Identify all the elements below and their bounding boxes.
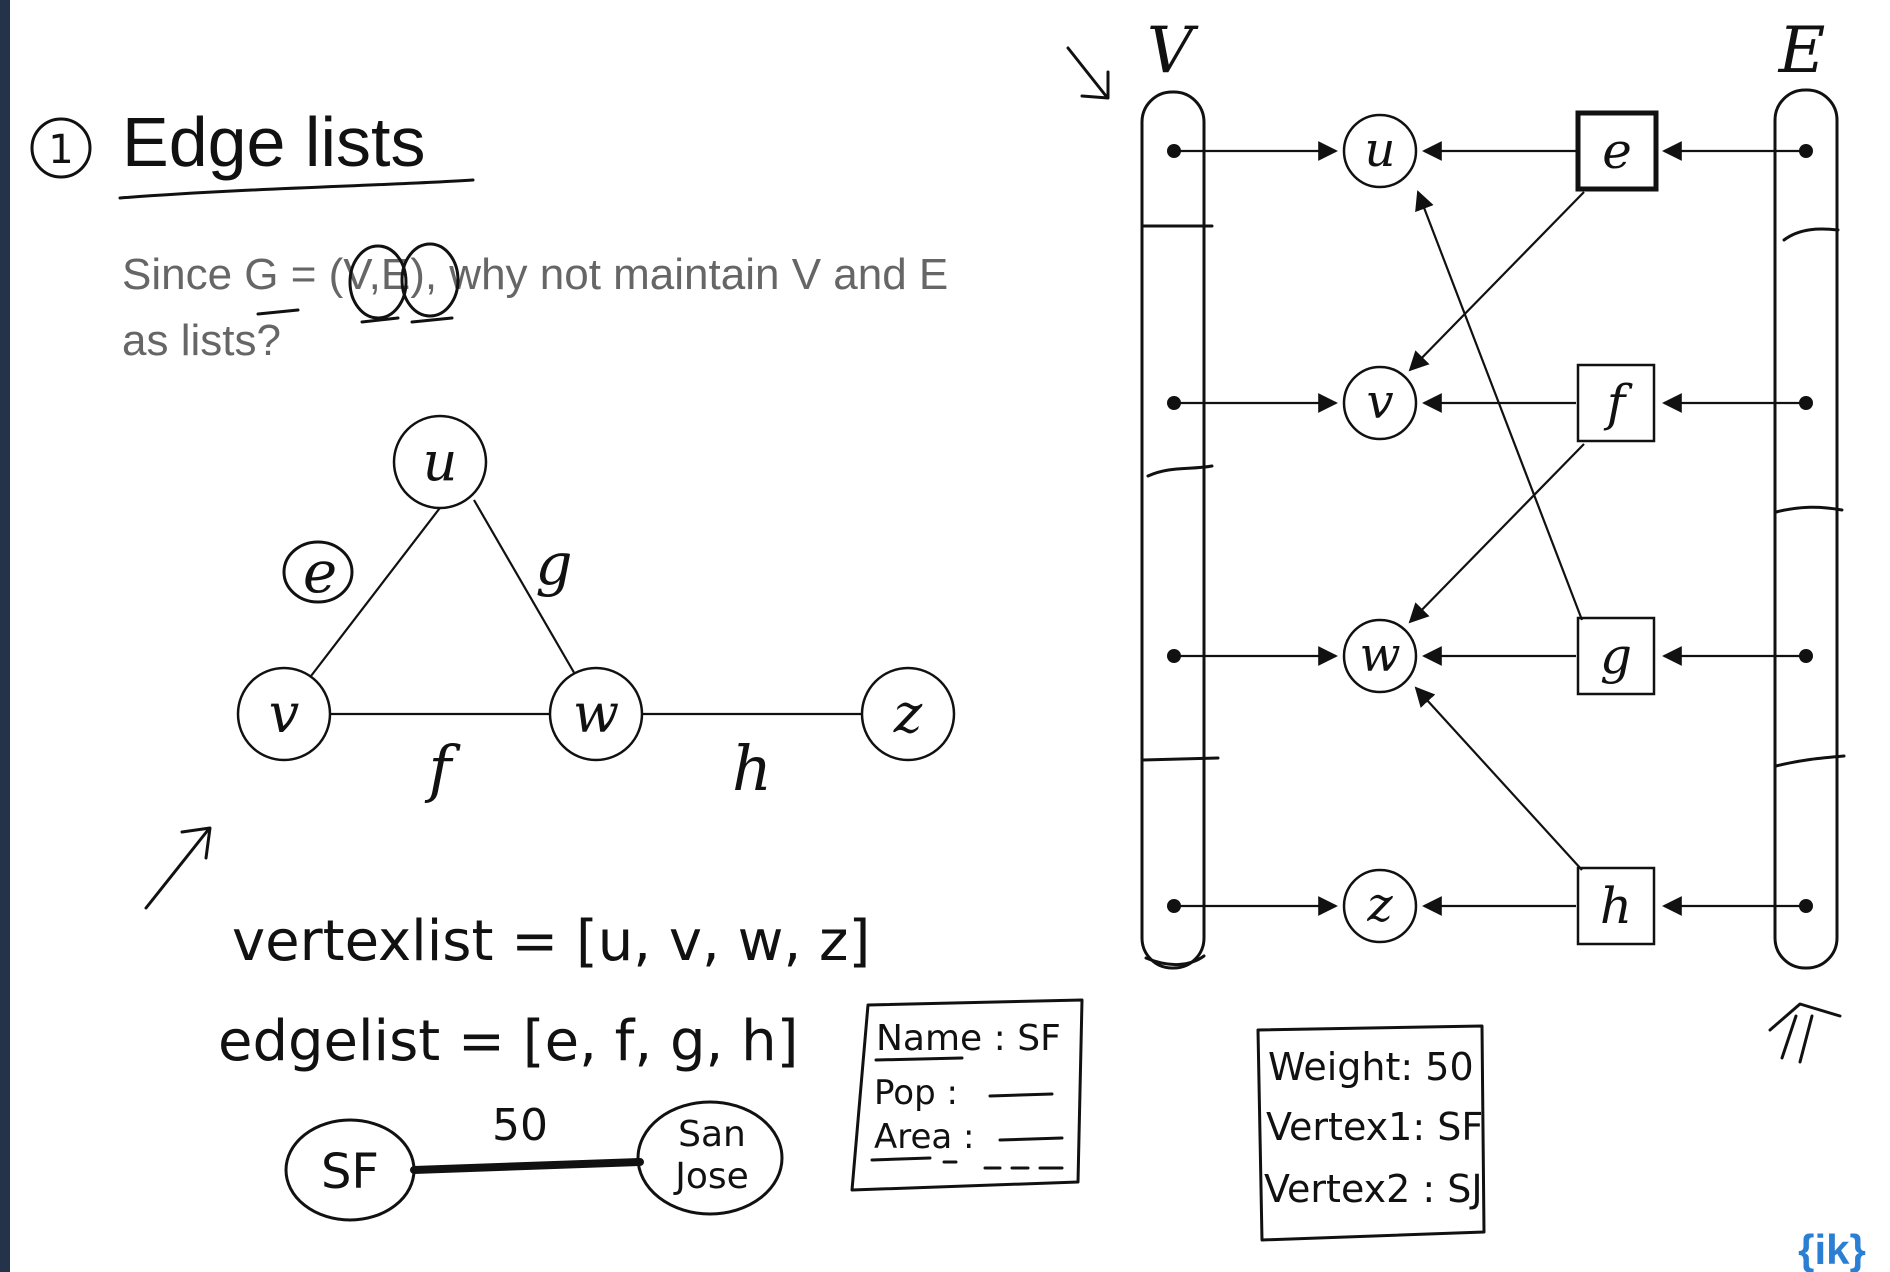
svg-text:v: v: [269, 682, 300, 745]
vertexlist-text: vertexlist = [u, v, w, z]: [232, 909, 870, 974]
svg-text:w: w: [573, 682, 619, 745]
weighted-edge-line: [410, 1158, 644, 1174]
graph-node-z: z: [860, 666, 956, 762]
ik-logo: {ik}: [1798, 1226, 1866, 1272]
edge-label-h: h: [732, 732, 772, 805]
edge-g-line: [473, 499, 577, 677]
edge-e-line: [310, 499, 447, 677]
svg-text:v: v: [1366, 374, 1393, 430]
svg-text:z: z: [893, 682, 923, 745]
graph-node-v: v: [236, 666, 332, 762]
edgelist-text: edgelist = [e, f, g, h]: [218, 1009, 798, 1074]
vertex-record-box: Name : SF Pop : Area :: [850, 998, 1084, 1192]
svg-text:Jose: Jose: [673, 1156, 749, 1197]
edge-e-circle-annotation: [282, 540, 354, 604]
svg-text:Pop :: Pop :: [874, 1073, 958, 1113]
svg-text:u: u: [423, 430, 458, 493]
handwritten-pointer-arrow: [144, 826, 212, 910]
svg-text:Vertex2 : SJ: Vertex2 : SJ: [1264, 1167, 1483, 1211]
svg-text:z: z: [1366, 877, 1393, 933]
slide-title: Edge lists: [122, 103, 425, 181]
svg-text:SF: SF: [321, 1144, 379, 1200]
svg-text:u: u: [1365, 122, 1396, 178]
body-line-2: as lists?: [122, 316, 281, 365]
body-annotations: [256, 242, 460, 324]
body-line-1: Since G = (V,E), why not maintain V and …: [122, 250, 948, 299]
svg-text:Name : SF: Name : SF: [876, 1018, 1061, 1059]
graph-node-u: u: [392, 414, 488, 510]
left-edge-bar: [0, 0, 10, 1272]
svg-text:g: g: [1600, 627, 1632, 685]
structure-edge-g: g: [1576, 616, 1813, 696]
v-list-header: V: [1147, 14, 1199, 88]
example-graph: u v w z e g f h: [236, 414, 956, 805]
svg-text:h: h: [1600, 877, 1632, 935]
v-pointer-arrow: [1066, 46, 1110, 100]
edge-record-box: Weight: 50 Vertex1: SF Vertex2 : SJ: [1256, 1024, 1486, 1242]
svg-text:San: San: [678, 1114, 746, 1155]
v-list-container: [1140, 90, 1220, 970]
e-pointer-arrows: [1768, 1002, 1842, 1064]
svg-text:e: e: [1602, 122, 1632, 180]
structure-vertex-z: z: [1167, 868, 1418, 944]
svg-text:Vertex1: SF: Vertex1: SF: [1266, 1105, 1483, 1149]
edge-label-e: e: [303, 538, 337, 606]
structure-edge-f: f: [1576, 363, 1813, 443]
e-list-container: [1773, 88, 1846, 970]
edge-weight-label: 50: [492, 1100, 548, 1151]
node-san-jose: [636, 1100, 784, 1216]
svg-text:Weight: 50: Weight: 50: [1268, 1045, 1474, 1089]
structure-vertex-v: v: [1167, 365, 1418, 441]
edge-to-vertex-pointers: [1408, 141, 1585, 916]
e-list-header: E: [1778, 14, 1826, 88]
section-number-badge: 1: [30, 117, 92, 179]
edge-label-g: g: [535, 530, 572, 598]
structure-vertex-u: u: [1167, 113, 1418, 189]
weighted-edge-example: SF 50 San Jose: [284, 1100, 784, 1222]
svg-text:w: w: [1359, 627, 1400, 683]
title-underline: [118, 178, 475, 200]
edge-label-f: f: [425, 732, 462, 805]
svg-text:1: 1: [48, 127, 73, 173]
structure-edge-h: h: [1576, 866, 1813, 946]
svg-text:Area :: Area :: [874, 1117, 975, 1157]
structure-vertex-w: w: [1167, 618, 1418, 694]
graph-node-w: w: [548, 666, 644, 762]
structure-edge-e: e: [1575, 110, 1813, 192]
